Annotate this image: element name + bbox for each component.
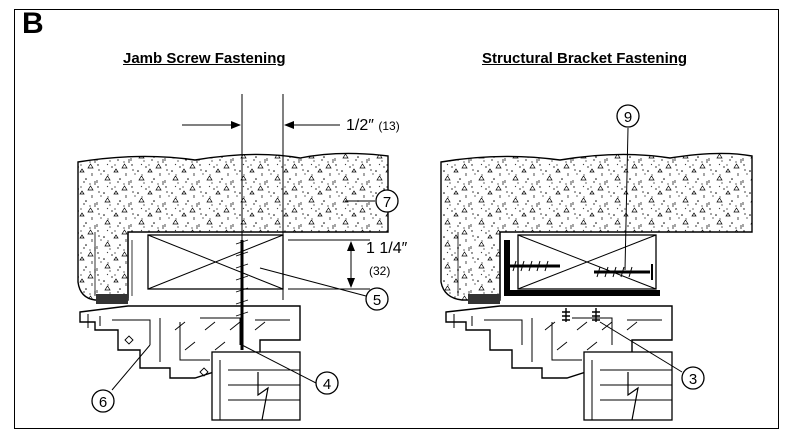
drawing-frame (14, 9, 779, 429)
svg-text:7: 7 (383, 194, 391, 211)
dim-screw-depth: 1 1/4″ (366, 240, 408, 257)
callout-4: 4 (315, 371, 339, 395)
svg-text:6: 6 (99, 394, 107, 411)
structural-bracket (504, 240, 660, 296)
callout-3: 3 (681, 366, 705, 390)
dim-shim-gap: 1/2″ (13) (346, 117, 400, 134)
right-detail (440, 127, 753, 421)
bracket-anchor-screws (562, 308, 600, 322)
svg-text:4: 4 (323, 376, 331, 393)
title-structural-bracket-fastening: Structural Bracket Fastening (482, 50, 688, 67)
svg-text:9: 9 (624, 109, 632, 126)
svg-text:5: 5 (373, 292, 381, 309)
concrete-wall-left (77, 152, 389, 301)
callout-9: 9 (616, 104, 640, 128)
sealant-bead-left (96, 294, 128, 304)
svg-text:3: 3 (689, 371, 697, 388)
sash-left (211, 351, 301, 421)
callout-7: 7 (375, 189, 399, 213)
left-detail: 1/2″ (13) 1 1/4″ (32) (77, 94, 408, 421)
section-letter: B (22, 7, 44, 40)
dim-screw-depth-metric: (32) (369, 264, 390, 278)
bracket-screw-main (594, 264, 653, 280)
title-jamb-screw-fastening: Jamb Screw Fastening (123, 50, 286, 67)
bracket-screw-horizontal (510, 260, 560, 272)
callout-5: 5 (365, 287, 389, 311)
callout-6: 6 (91, 389, 115, 413)
concrete-wall-right (440, 152, 753, 301)
sealant-bead-right (468, 294, 500, 304)
